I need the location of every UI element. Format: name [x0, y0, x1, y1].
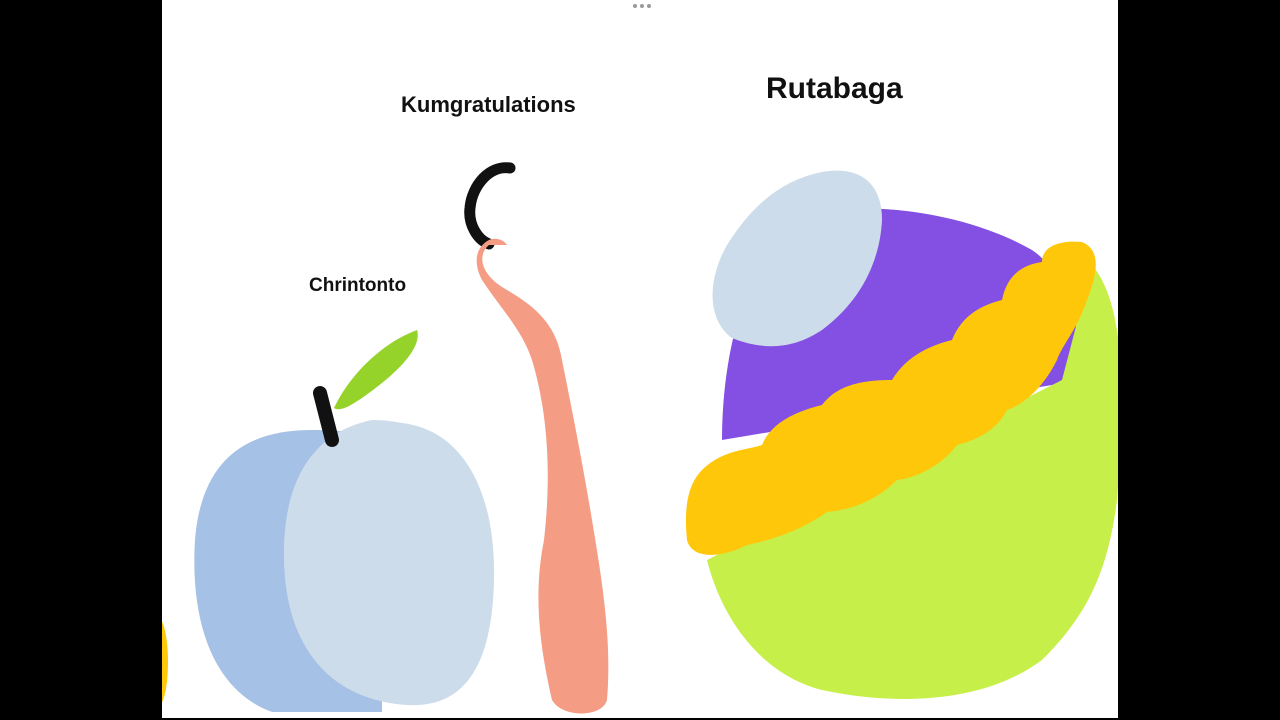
worm-drawing — [464, 162, 609, 714]
rutabaga-lime-bottom — [707, 265, 1118, 699]
worm-caption: Kumgratulations — [401, 92, 576, 117]
plum-caption: Chrintonto — [309, 275, 407, 296]
sketch-svg — [162, 162, 1118, 714]
rutabaga-grey-top — [712, 170, 882, 347]
worm-body — [476, 238, 609, 714]
edge-fruit — [162, 621, 168, 703]
more-dots-icon[interactable] — [632, 3, 652, 9]
plum-stem — [313, 386, 339, 447]
worm-hook — [464, 162, 516, 250]
plum-front-half — [283, 420, 495, 706]
rutabaga-yellow-band — [685, 241, 1096, 555]
rutabaga-caption: Rutabaga — [766, 72, 903, 105]
plum-leaf — [334, 330, 418, 410]
plum-drawing — [194, 330, 495, 712]
rutabaga-drawing — [685, 170, 1118, 699]
drawing-canvas[interactable]: Kumgratulations Rutabaga Chrintonto — [162, 0, 1118, 718]
